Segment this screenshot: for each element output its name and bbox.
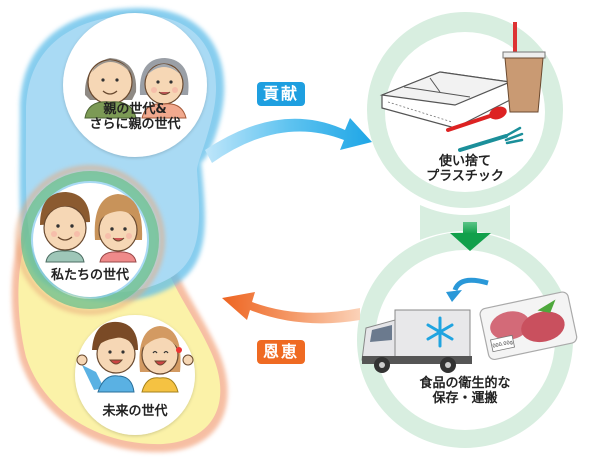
refrigerated-truck-illustration: [361, 277, 489, 373]
disposable-plastics-illustration: [379, 22, 546, 152]
benefit-badge: 恩恵: [257, 340, 306, 364]
meat-package-illustration: 000.00g: [479, 291, 578, 361]
label-line: プラスチック: [426, 169, 504, 184]
adult-woman-illustration: [94, 194, 143, 263]
snowflake-icon: [426, 316, 454, 348]
label-future-generation: 未来の世代: [80, 404, 190, 419]
label-disposable-plastic: 使い捨て プラスチック: [410, 154, 520, 184]
label-line: 保存・運搬: [432, 391, 498, 406]
bento-container-icon: [379, 71, 513, 129]
benefit-arrow: [222, 292, 360, 324]
label-line: 私たちの世代: [50, 268, 129, 283]
label-our-generation: 私たちの世代: [35, 268, 145, 283]
curved-arrow-icon: [446, 290, 462, 302]
contribution-arrow: [205, 118, 372, 163]
elderly-woman-illustration: [139, 58, 189, 119]
drink-cup-icon: [502, 22, 546, 113]
label-line: 未来の世代: [102, 404, 168, 419]
generation-circle-future: [75, 315, 195, 435]
plastic-fork-icon: [458, 126, 524, 152]
elderly-man-illustration: [84, 58, 137, 119]
adult-man-illustration: [40, 192, 90, 263]
label-line: 食品の衛生的な: [419, 376, 511, 391]
girl-illustration: [139, 326, 194, 393]
label-line: 使い捨て: [438, 154, 491, 169]
product-tag-text: 000.00g: [492, 339, 513, 349]
boy-illustration: [76, 321, 138, 393]
label-line: 親の世代&: [103, 102, 167, 117]
down-arrow: [450, 222, 491, 251]
contribution-badge: 貢献: [257, 82, 306, 106]
generation-circle-us: [33, 183, 147, 297]
plastic-spoon-icon: [446, 106, 507, 132]
our-generation-ring: [15, 165, 165, 315]
label-line: さらに親の世代: [89, 117, 181, 132]
generation-circle-parents: [63, 13, 207, 157]
label-parents-generation: 親の世代& さらに親の世代: [75, 102, 195, 132]
label-food-hygiene: 食品の衛生的な 保存・運搬: [405, 376, 525, 406]
